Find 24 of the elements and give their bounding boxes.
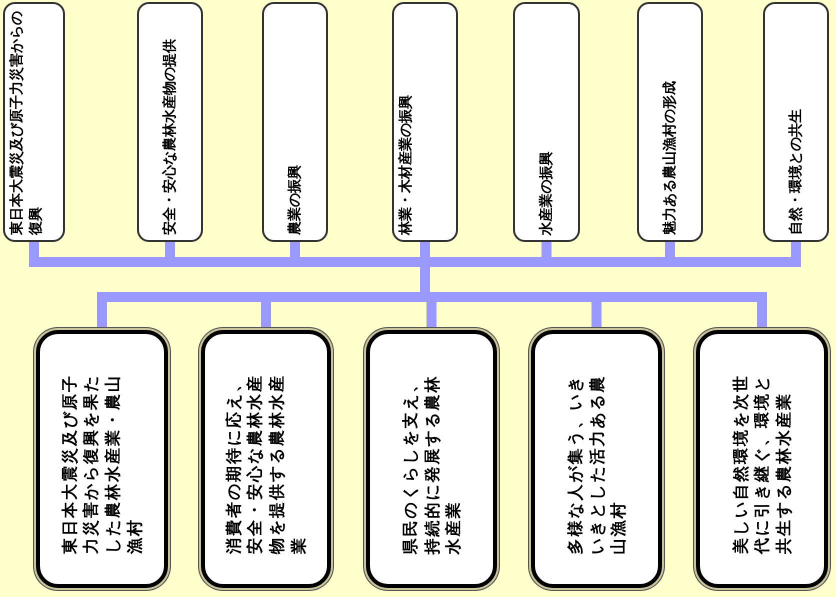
goal-box <box>36 330 168 588</box>
node-text: 東日本大震災及び原子力災害から復興を果たした農林水産業・農山漁村 <box>58 373 145 554</box>
node-text: 水産業の振興 <box>537 150 556 235</box>
node-text: 魅力ある農山漁村の形成 <box>660 80 679 235</box>
goal-box <box>531 330 662 588</box>
policy-box <box>392 2 458 242</box>
node-text: 自然・環境との共生 <box>786 108 805 235</box>
policy-box <box>763 2 829 242</box>
policy-box <box>3 2 65 242</box>
policy-box <box>262 2 328 242</box>
policy-box <box>137 2 203 242</box>
goal-box <box>696 330 828 588</box>
goal-box <box>201 330 331 588</box>
node-text: 多様な人が集う、いきいきとした活力ある農山漁村 <box>564 373 628 554</box>
goal-box <box>366 330 497 588</box>
node-text: 美しい自然環境を次世代に引き継ぐ、環境と共生する農林水産業 <box>730 373 794 554</box>
node-text: 林業・木材産業の振興 <box>397 94 415 235</box>
node-text: 安全・安心な農林水産物の提供 <box>160 38 179 235</box>
policy-box <box>513 2 580 242</box>
policy-box <box>637 2 703 242</box>
node-text: 農業の振興 <box>286 164 304 235</box>
node-text: 東日本大震災及び原子力災害からの復興 <box>8 10 45 235</box>
node-text: 県民のくらしを支え、持続的に発展する農林水産業 <box>399 373 464 554</box>
node-text: 消費者の期待に応え、安全・安心な農林水産物を提供する農林水産業 <box>222 373 309 554</box>
